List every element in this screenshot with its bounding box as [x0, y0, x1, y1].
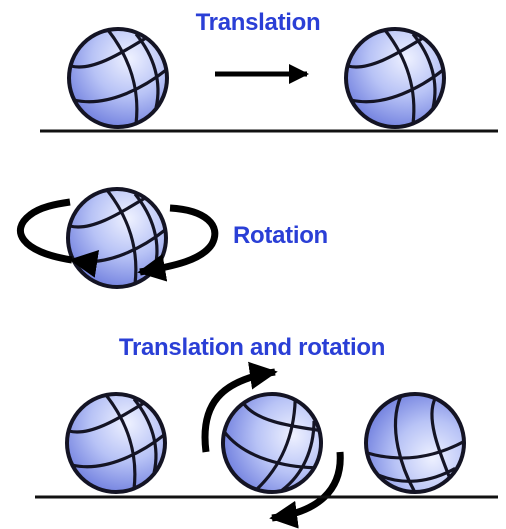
- translation-and-rotation-label: Translation and rotation: [119, 334, 385, 361]
- curved-arrow-icon: [137, 204, 219, 282]
- basketball-icon: [356, 384, 474, 502]
- basketball-icon: [344, 27, 446, 129]
- rotation-label: Rotation: [233, 222, 328, 249]
- basketball-icon: [65, 392, 167, 494]
- basketball-icon: [67, 27, 169, 129]
- translation-label: Translation: [196, 9, 321, 36]
- curved-arrow-icon: [17, 198, 100, 278]
- curved-arrow-icon: [201, 361, 278, 453]
- rotation-panel: Rotation: [17, 187, 328, 289]
- translation-and-rotation-panel: Translation and rotation: [35, 334, 498, 529]
- translation-panel: Translation: [40, 9, 498, 133]
